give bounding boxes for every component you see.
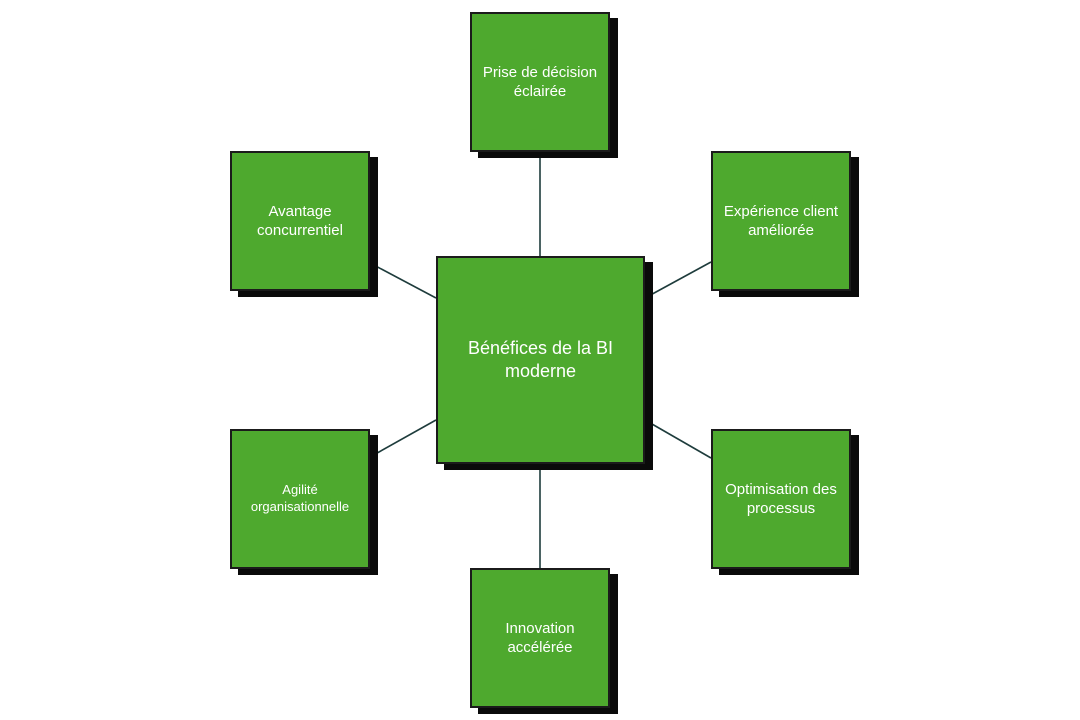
connector-top-right <box>644 261 712 299</box>
node-label: Prise de décision éclairée <box>482 63 598 101</box>
connector-top-left <box>369 262 437 299</box>
node-competitive-advantage: Avantage concurrentiel <box>230 151 370 291</box>
center-label: Bénéfices de la BI moderne <box>467 337 614 381</box>
node-label: Avantage concurrentiel <box>257 202 343 240</box>
node-label: Expérience client améliorée <box>723 202 839 240</box>
node-customer-experience: Expérience client améliorée <box>711 151 851 291</box>
node-label: Optimisation des processus <box>725 480 837 518</box>
node-informed-decision: Prise de décision éclairée <box>470 12 610 152</box>
node-label: Agilité organisationnelle <box>250 482 350 514</box>
node-organizational-agility: Agilité organisationnelle <box>230 429 370 569</box>
node-process-optimization: Optimisation des processus <box>711 429 851 569</box>
node-accelerated-innovation: Innovation accélérée <box>470 568 610 708</box>
node-label: Innovation accélérée <box>505 619 575 657</box>
connector-bottom-left <box>369 419 437 458</box>
connector-bottom-right <box>644 419 712 459</box>
center-node: Bénéfices de la BI moderne <box>436 256 645 464</box>
